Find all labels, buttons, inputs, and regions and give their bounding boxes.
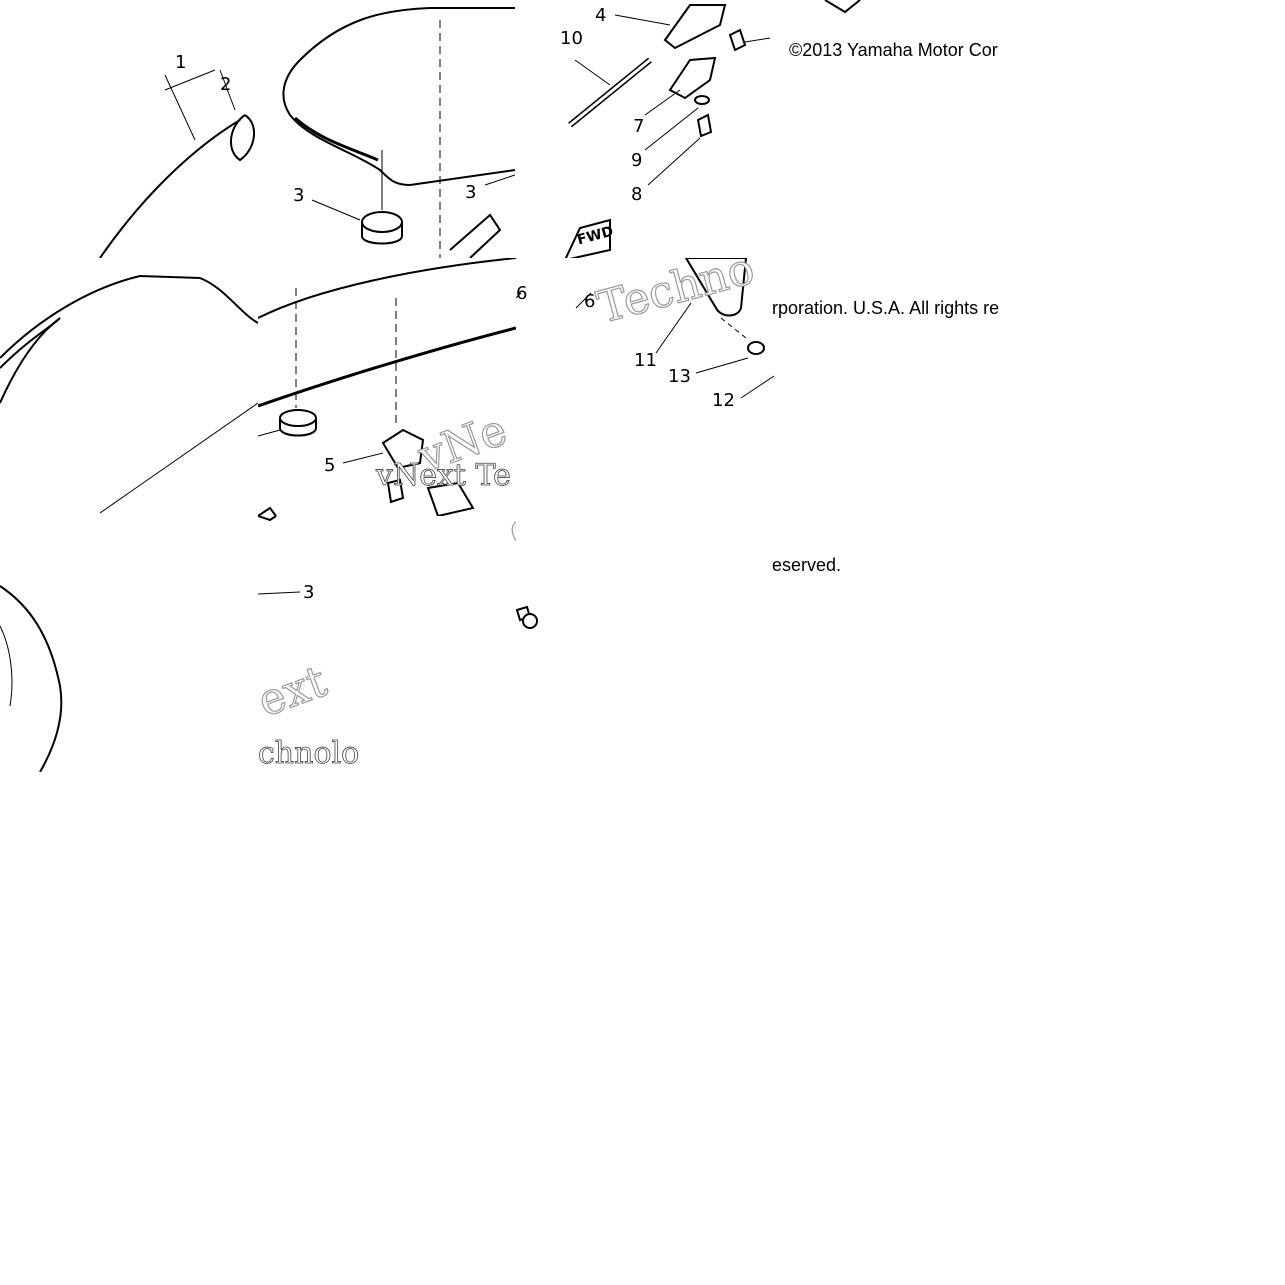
callout-12: 12 bbox=[712, 390, 735, 411]
callout-8: 8 bbox=[631, 184, 643, 205]
callout-11: 11 bbox=[634, 350, 657, 371]
seat-base-drawing bbox=[0, 274, 258, 514]
callout-9: 9 bbox=[631, 150, 643, 171]
bottom-mid-tile: 3 olo ext chnolo bbox=[258, 516, 516, 772]
callout-13: 13 bbox=[668, 366, 691, 387]
seat-tile-mid-left bbox=[0, 258, 258, 516]
callout-5: 5 bbox=[324, 455, 336, 476]
hardware-drawing bbox=[564, 0, 861, 258]
callout-10: 10 bbox=[560, 28, 583, 49]
seat-curve-drawing bbox=[0, 585, 63, 772]
hardware-tile-top-right: 4 10 7 9 8 FWD ©2013 Yamaha Motor Cor bbox=[515, 0, 1030, 258]
bottom-mid-drawing bbox=[258, 516, 301, 595]
right-detail-drawing bbox=[516, 258, 774, 399]
callout-3b: 3 bbox=[465, 182, 477, 203]
callout-3a: 3 bbox=[293, 185, 305, 206]
callout-6a: 6 bbox=[516, 283, 528, 304]
callout-6b: 6 bbox=[584, 291, 596, 312]
watermark-chnolo: chnolo bbox=[258, 736, 360, 772]
callout-1: 1 bbox=[175, 52, 187, 73]
copyright-line-3: eserved. bbox=[772, 555, 842, 575]
seat-tile-top-left: 1 2 3 3 bbox=[0, 0, 515, 258]
seat-tile-bottom-left bbox=[0, 516, 258, 772]
callout-3c: 3 bbox=[303, 582, 315, 603]
center-detail-tile: 5 vNe vNext Te bbox=[258, 258, 516, 516]
watermark-vnext: vNext Te bbox=[376, 458, 512, 494]
copyright-line-1: ©2013 Yamaha Motor Cor bbox=[789, 40, 998, 60]
center-detail-drawing bbox=[258, 258, 516, 516]
bolt-icon bbox=[515, 605, 538, 629]
callout-4: 4 bbox=[595, 5, 607, 26]
callout-2: 2 bbox=[220, 74, 232, 95]
copyright-line-2: rporation. U.S.A. All rights re bbox=[772, 298, 1000, 318]
callout-7: 7 bbox=[633, 116, 645, 137]
seat-drawing bbox=[99, 7, 515, 258]
right-detail-tile: 6 6 11 13 12 Techno bbox=[516, 258, 774, 516]
